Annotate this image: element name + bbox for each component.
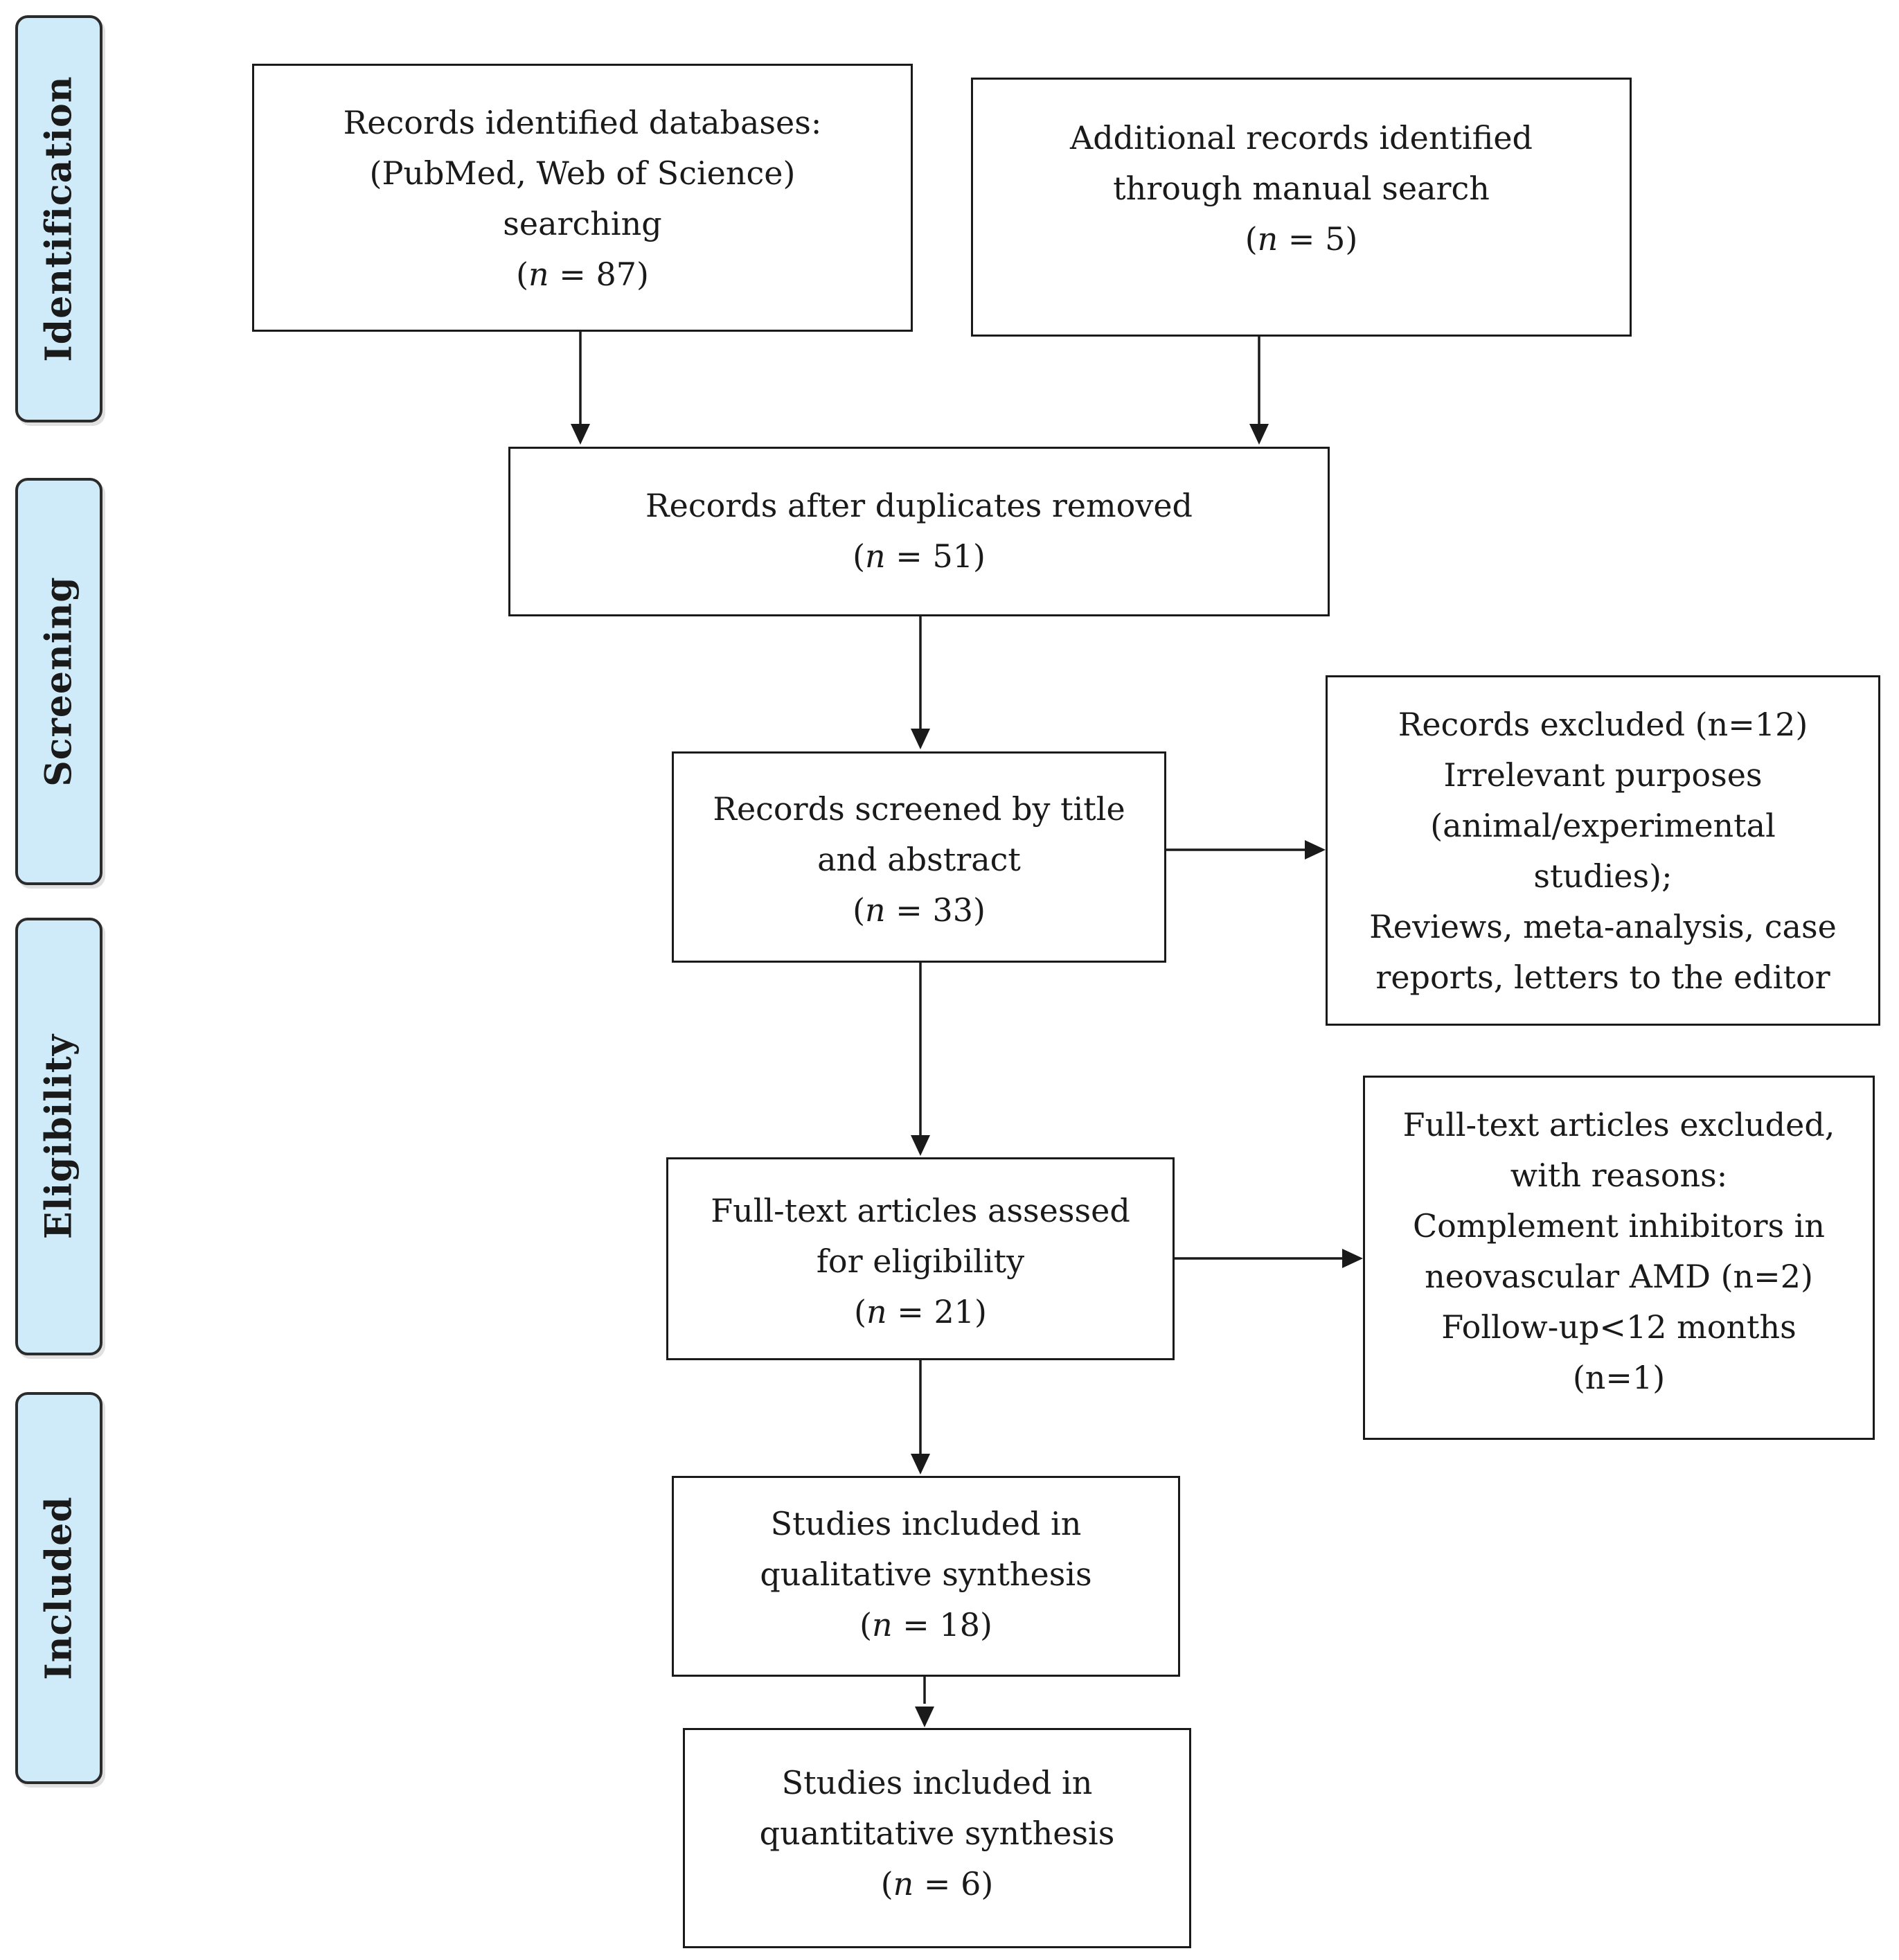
record-count: (n = 51) <box>853 537 986 575</box>
arrowhead <box>911 1135 930 1156</box>
qualitative-synthesis-box: Studies included in qualitative synthesi… <box>672 1476 1180 1677</box>
arrowhead <box>911 1454 930 1475</box>
box-line: Follow-up<12 months <box>1441 1308 1797 1346</box>
stage-included-label: Included <box>37 1496 80 1680</box>
stage-eligibility-label: Eligibility <box>37 1033 80 1240</box>
record-count: (n = 87) <box>516 256 649 293</box>
box-line: studies); <box>1533 857 1673 895</box>
box-line: Irrelevant purposes <box>1443 756 1763 794</box>
screened-box: Records screened by title and abstract (… <box>672 751 1166 963</box>
record-count: (n = 6) <box>880 1865 994 1903</box>
record-count: (n = 33) <box>853 891 986 929</box>
stage-identification: Identification <box>15 15 102 422</box>
arrowhead <box>1342 1249 1363 1268</box>
stage-screening: Screening <box>15 478 102 885</box>
database-records-box: Records identified databases: (PubMed, W… <box>252 64 913 332</box>
box-line: reports, letters to the editor <box>1375 959 1830 996</box>
box-line: qualitative synthesis <box>760 1556 1092 1593</box>
full-text-excluded-box: Full-text articles excluded, with reason… <box>1363 1076 1875 1440</box>
stage-included: Included <box>15 1392 102 1784</box>
records-excluded-box: Records excluded (n=12) Irrelevant purpo… <box>1326 675 1880 1026</box>
manual-records-box: Additional records identified through ma… <box>971 78 1632 337</box>
stage-eligibility: Eligibility <box>15 918 102 1355</box>
box-line: Additional records identified <box>1070 119 1533 157</box>
box-line: Records after duplicates removed <box>645 487 1193 524</box>
arrowhead <box>1305 840 1326 859</box>
box-line: Complement inhibitors in <box>1412 1207 1826 1245</box>
arrowhead <box>571 424 590 445</box>
box-line: (animal/experimental <box>1430 807 1776 844</box>
arrowhead <box>1249 424 1269 445</box>
quantitative-synthesis-box: Studies included in quantitative synthes… <box>683 1728 1191 1948</box>
stage-identification-label: Identification <box>37 75 80 362</box>
box-line: neovascular AMD (n=2) <box>1425 1258 1813 1295</box>
arrowhead <box>911 729 930 749</box>
box-line: with reasons: <box>1510 1157 1728 1194</box>
box-line: Reviews, meta-analysis, case <box>1369 908 1837 945</box>
record-count: (n = 18) <box>859 1606 992 1643</box>
record-count: (n = 21) <box>854 1293 987 1330</box>
stage-screening-label: Screening <box>37 576 80 787</box>
box-line: for eligibility <box>816 1242 1025 1280</box>
arrowhead <box>915 1707 934 1727</box>
box-line: quantitative synthesis <box>759 1815 1115 1852</box>
box-line: and abstract <box>817 841 1021 878</box>
record-count: (n = 5) <box>1245 220 1358 258</box>
full-text-assessed-box: Full-text articles assessed for eligibil… <box>666 1157 1175 1360</box>
box-line: Records identified databases: <box>343 104 822 141</box>
box-line: Records excluded (n=12) <box>1398 706 1808 743</box>
box-line: Studies included in <box>770 1505 1082 1542</box>
box-line: searching <box>503 205 662 242</box>
box-line: (n=1) <box>1572 1359 1666 1396</box>
box-line: (PubMed, Web of Science) <box>369 154 796 192</box>
box-line: Studies included in <box>781 1764 1093 1801</box>
box-line: Full-text articles assessed <box>711 1192 1130 1229</box>
box-line: Full-text articles excluded, <box>1402 1106 1835 1143</box>
box-line: Records screened by title <box>713 790 1125 828</box>
after-duplicates-box: Records after duplicates removed (n = 51… <box>508 447 1330 616</box>
box-line: through manual search <box>1113 170 1490 207</box>
